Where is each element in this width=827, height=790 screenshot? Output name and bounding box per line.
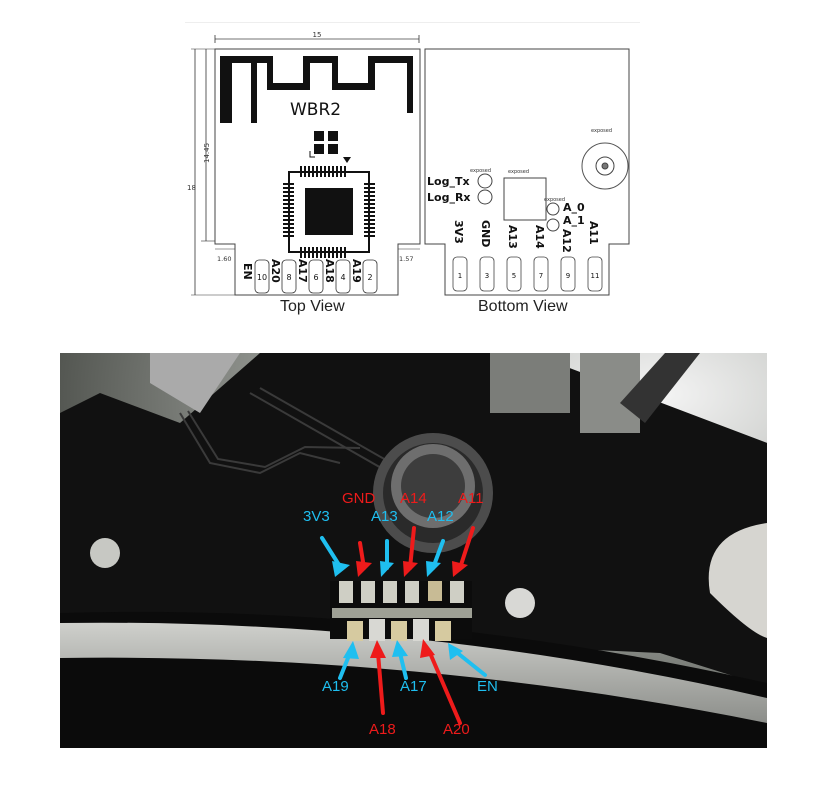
- pad-number: 11: [591, 272, 600, 280]
- test-point-a1: A_1: [563, 214, 585, 227]
- pin-number: 4: [340, 273, 345, 282]
- pad-label: A14: [533, 225, 546, 249]
- dim-left-notch: 1.60: [217, 255, 231, 263]
- top-view-drawing: [191, 35, 421, 296]
- top-view-caption: Top View: [280, 298, 345, 315]
- pad-number: 9: [566, 272, 570, 280]
- pin-label-a19: A19: [322, 678, 349, 695]
- dim-height-total: 18: [187, 184, 196, 192]
- pin-number: 6: [313, 273, 318, 282]
- pin-label-a20: A20: [443, 721, 470, 738]
- dim-width: 15: [313, 31, 322, 39]
- dim-height-body: 14.45: [203, 143, 211, 163]
- pin-label-a11: A11: [458, 490, 484, 507]
- pad-number: 3: [485, 272, 489, 280]
- test-point-log-rx: Log_Rx: [427, 191, 471, 204]
- pin-label-a13: A13: [371, 508, 398, 525]
- pin-label: A19: [350, 259, 363, 283]
- device-pcb-photo: 3V3 GND A13 A14 A12 A11 A19 A18 A17 A20 …: [60, 353, 767, 765]
- pad-label: 3V3: [452, 220, 465, 244]
- pin-number: 10: [257, 273, 267, 282]
- wbr2-pinout-diagram: 15 18 14.45 1.60 1.57 WBR2 10 8 6 4 2 EN…: [185, 22, 640, 318]
- pad-number: 5: [512, 272, 516, 280]
- test-point-a0: A_0: [563, 201, 585, 214]
- pin-label-3v3: 3V3: [303, 508, 330, 525]
- test-point-log-tx: Log_Tx: [427, 175, 470, 188]
- module-label: WBR2: [290, 100, 341, 120]
- pcb-photo-illustration: [60, 353, 767, 765]
- pad-label: A11: [587, 221, 600, 245]
- pin-label-en: EN: [477, 678, 498, 695]
- bottom-view-drawing: [424, 48, 630, 296]
- exposed-label: exposed: [544, 197, 565, 203]
- dim-right-notch: 1.57: [399, 255, 413, 263]
- pad-label: A12: [560, 229, 573, 253]
- pin-label-gnd: GND: [342, 490, 376, 507]
- pin-label-a17: A17: [400, 678, 427, 695]
- exposed-label: exposed: [470, 168, 491, 174]
- pin-label: A17: [296, 259, 309, 283]
- pad-label: GND: [479, 220, 492, 247]
- pin-number: 8: [286, 273, 291, 282]
- exposed-label: exposed: [591, 128, 612, 134]
- pad-number: 7: [539, 272, 543, 280]
- pin-label-a18: A18: [369, 721, 396, 738]
- pin-label: A18: [323, 259, 336, 283]
- bottom-view-caption: Bottom View: [478, 298, 568, 315]
- pin-label-en: EN: [241, 263, 254, 280]
- exposed-label: exposed: [508, 169, 529, 175]
- pin-number: 2: [367, 273, 372, 282]
- pin-label: A20: [269, 259, 282, 283]
- module-drawing: 15 18 14.45 1.60 1.57 WBR2 10 8 6 4 2 EN…: [187, 31, 630, 296]
- pad-number: 1: [458, 272, 462, 280]
- pin-label-a12: A12: [427, 508, 454, 525]
- pin-label-a14: A14: [400, 490, 427, 507]
- pad-label: A13: [506, 225, 519, 249]
